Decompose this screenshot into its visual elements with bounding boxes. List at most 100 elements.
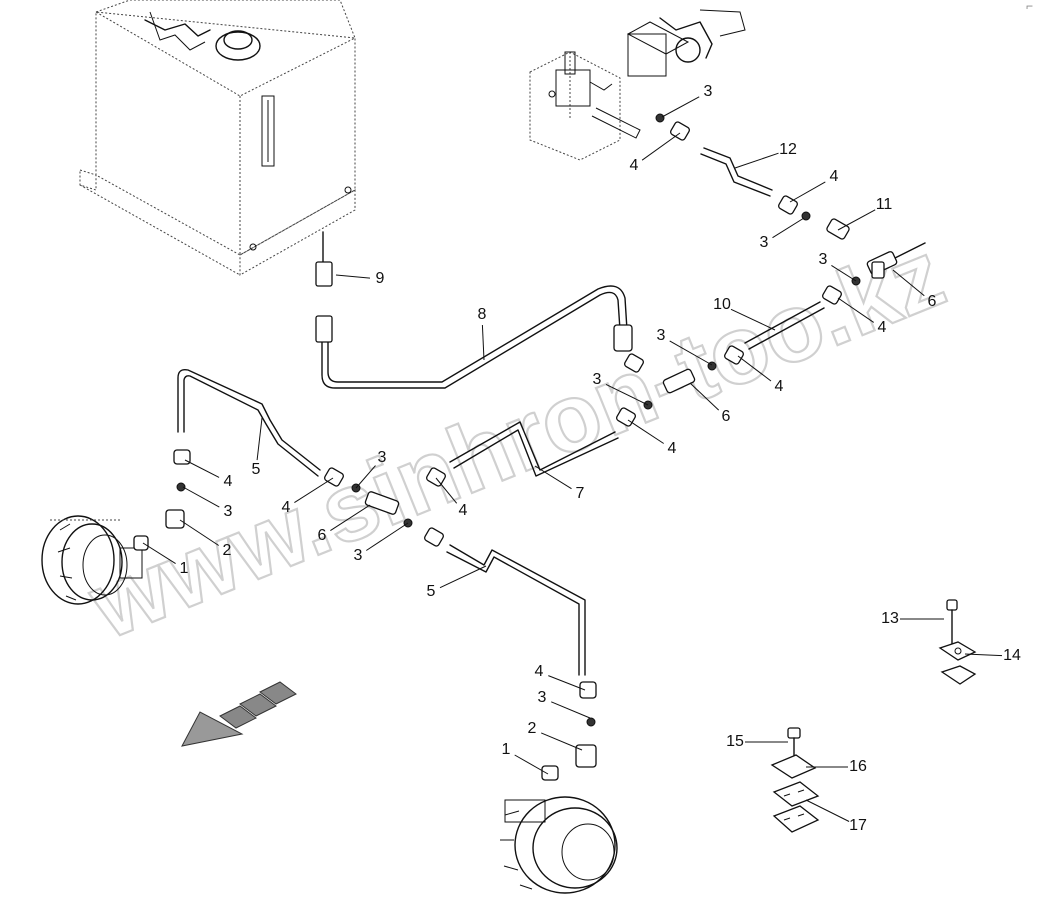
pipe-5-bottom bbox=[446, 544, 586, 676]
callout-leader-line bbox=[435, 477, 458, 504]
callout-c-6-r: 6 bbox=[892, 269, 937, 310]
callout-label: 3 bbox=[657, 327, 666, 344]
callout-leader-line bbox=[355, 465, 376, 489]
callout-leader-line bbox=[514, 754, 549, 775]
callout-c-6-l: 6 bbox=[318, 504, 371, 544]
callout-label: 5 bbox=[427, 583, 436, 600]
callout-label: 4 bbox=[630, 157, 639, 174]
callout-c-8: 8 bbox=[478, 306, 487, 361]
callout-label: 4 bbox=[668, 440, 677, 457]
hydraulic-tank bbox=[79, 0, 356, 276]
callout-c-2-l: 2 bbox=[179, 519, 232, 559]
pipe-12 bbox=[700, 147, 773, 197]
callout-leader-line bbox=[627, 419, 664, 444]
callout-label: 2 bbox=[223, 542, 232, 559]
callout-c-6-m: 6 bbox=[689, 382, 731, 425]
callout-leader-line bbox=[641, 132, 681, 161]
callout-label: 3 bbox=[354, 547, 363, 564]
callout-label: 3 bbox=[704, 83, 713, 100]
callout-label: 17 bbox=[849, 817, 867, 834]
callout-c-5-b: 5 bbox=[427, 565, 487, 600]
callout-label: 7 bbox=[576, 485, 585, 502]
callout-leader-line bbox=[439, 565, 487, 589]
callout-c-4-m2: 4 bbox=[627, 419, 677, 457]
callout-leader-line bbox=[837, 297, 874, 323]
callout-leader-line bbox=[481, 324, 485, 361]
callout-label: 2 bbox=[528, 720, 537, 737]
callout-c-7: 7 bbox=[534, 465, 585, 502]
callout-leader-line bbox=[534, 465, 572, 490]
callout-leader-line bbox=[294, 477, 334, 504]
callout-label: 8 bbox=[478, 306, 487, 323]
callout-c-15: 15 bbox=[726, 733, 788, 750]
callout-c-3-m2: 3 bbox=[593, 371, 649, 406]
valve-block bbox=[529, 9, 746, 161]
callout-label: 5 bbox=[252, 461, 261, 478]
callout-c-16: 16 bbox=[806, 758, 867, 775]
callout-c-4-l1: 4 bbox=[184, 459, 233, 490]
callout-label: 3 bbox=[760, 234, 769, 251]
callout-label: 14 bbox=[1003, 647, 1021, 664]
callout-leader-line bbox=[256, 417, 263, 461]
callout-leader-line bbox=[964, 653, 1003, 657]
pipe-top-right-out bbox=[894, 242, 926, 259]
callout-label: 10 bbox=[713, 296, 731, 313]
pipe-8 bbox=[321, 285, 628, 389]
callout-leader-line bbox=[605, 383, 649, 406]
callout-label: 12 bbox=[779, 141, 797, 158]
callout-c-4-l2: 4 bbox=[282, 477, 334, 516]
callout-label: 3 bbox=[819, 251, 828, 268]
callout-label: 3 bbox=[593, 371, 602, 388]
callout-leader-line bbox=[335, 274, 371, 279]
callout-c-4-r1: 4 bbox=[789, 168, 839, 203]
callout-leader-line bbox=[548, 675, 586, 691]
pipe-5-left bbox=[177, 368, 321, 477]
callout-leader-line bbox=[805, 799, 850, 822]
callout-c-3-l3: 3 bbox=[354, 522, 409, 564]
callout-leader-line bbox=[366, 522, 409, 551]
callout-leader-line bbox=[892, 269, 925, 297]
callout-label: 4 bbox=[878, 319, 887, 336]
callout-c-3-top: 3 bbox=[661, 83, 713, 118]
callout-leader-line bbox=[831, 264, 857, 282]
callout-label: 3 bbox=[224, 503, 233, 520]
callout-c-3-r1: 3 bbox=[760, 217, 805, 251]
callout-label: 9 bbox=[376, 270, 385, 287]
callout-leader-line bbox=[184, 459, 220, 478]
callout-c-9: 9 bbox=[335, 270, 385, 287]
callout-leader-line bbox=[142, 542, 176, 565]
callout-leader-line bbox=[737, 355, 772, 382]
callout-leader-line bbox=[772, 217, 805, 239]
callout-label: 15 bbox=[726, 733, 744, 750]
callout-c-4-l3: 4 bbox=[435, 477, 468, 519]
callout-c-2-b: 2 bbox=[528, 720, 583, 751]
callout-c-3-m1: 3 bbox=[657, 327, 713, 366]
callout-leader-line bbox=[730, 308, 776, 331]
callout-leader-line bbox=[182, 486, 220, 508]
callout-label: 4 bbox=[535, 663, 544, 680]
callout-label: 4 bbox=[830, 168, 839, 185]
clamp-assembly-13-14 bbox=[938, 599, 977, 685]
pipe-7 bbox=[449, 421, 619, 477]
callout-label: 11 bbox=[876, 196, 893, 213]
callout-c-5-l: 5 bbox=[252, 417, 263, 478]
callout-label: 1 bbox=[502, 741, 511, 758]
callout-c-4-top: 4 bbox=[630, 132, 681, 174]
callout-leader-line bbox=[669, 340, 713, 366]
callout-c-12: 12 bbox=[734, 141, 797, 169]
callout-c-4-r2: 4 bbox=[837, 297, 887, 336]
callout-label: 1 bbox=[180, 560, 189, 577]
callout-label: 16 bbox=[849, 758, 867, 775]
callout-label: 4 bbox=[224, 473, 233, 490]
callout-c-10: 10 bbox=[713, 296, 776, 331]
corner-mark: ⌐ bbox=[1026, 0, 1033, 13]
clamp-assembly-15-17 bbox=[770, 727, 820, 833]
callout-label: 3 bbox=[538, 689, 547, 706]
callout-label: 4 bbox=[459, 502, 468, 519]
fittings bbox=[133, 113, 898, 781]
callout-c-1-l: 1 bbox=[142, 542, 189, 577]
callout-c-3-b: 3 bbox=[538, 689, 591, 719]
callout-label: 6 bbox=[722, 408, 731, 425]
callout-label: 4 bbox=[775, 378, 784, 395]
